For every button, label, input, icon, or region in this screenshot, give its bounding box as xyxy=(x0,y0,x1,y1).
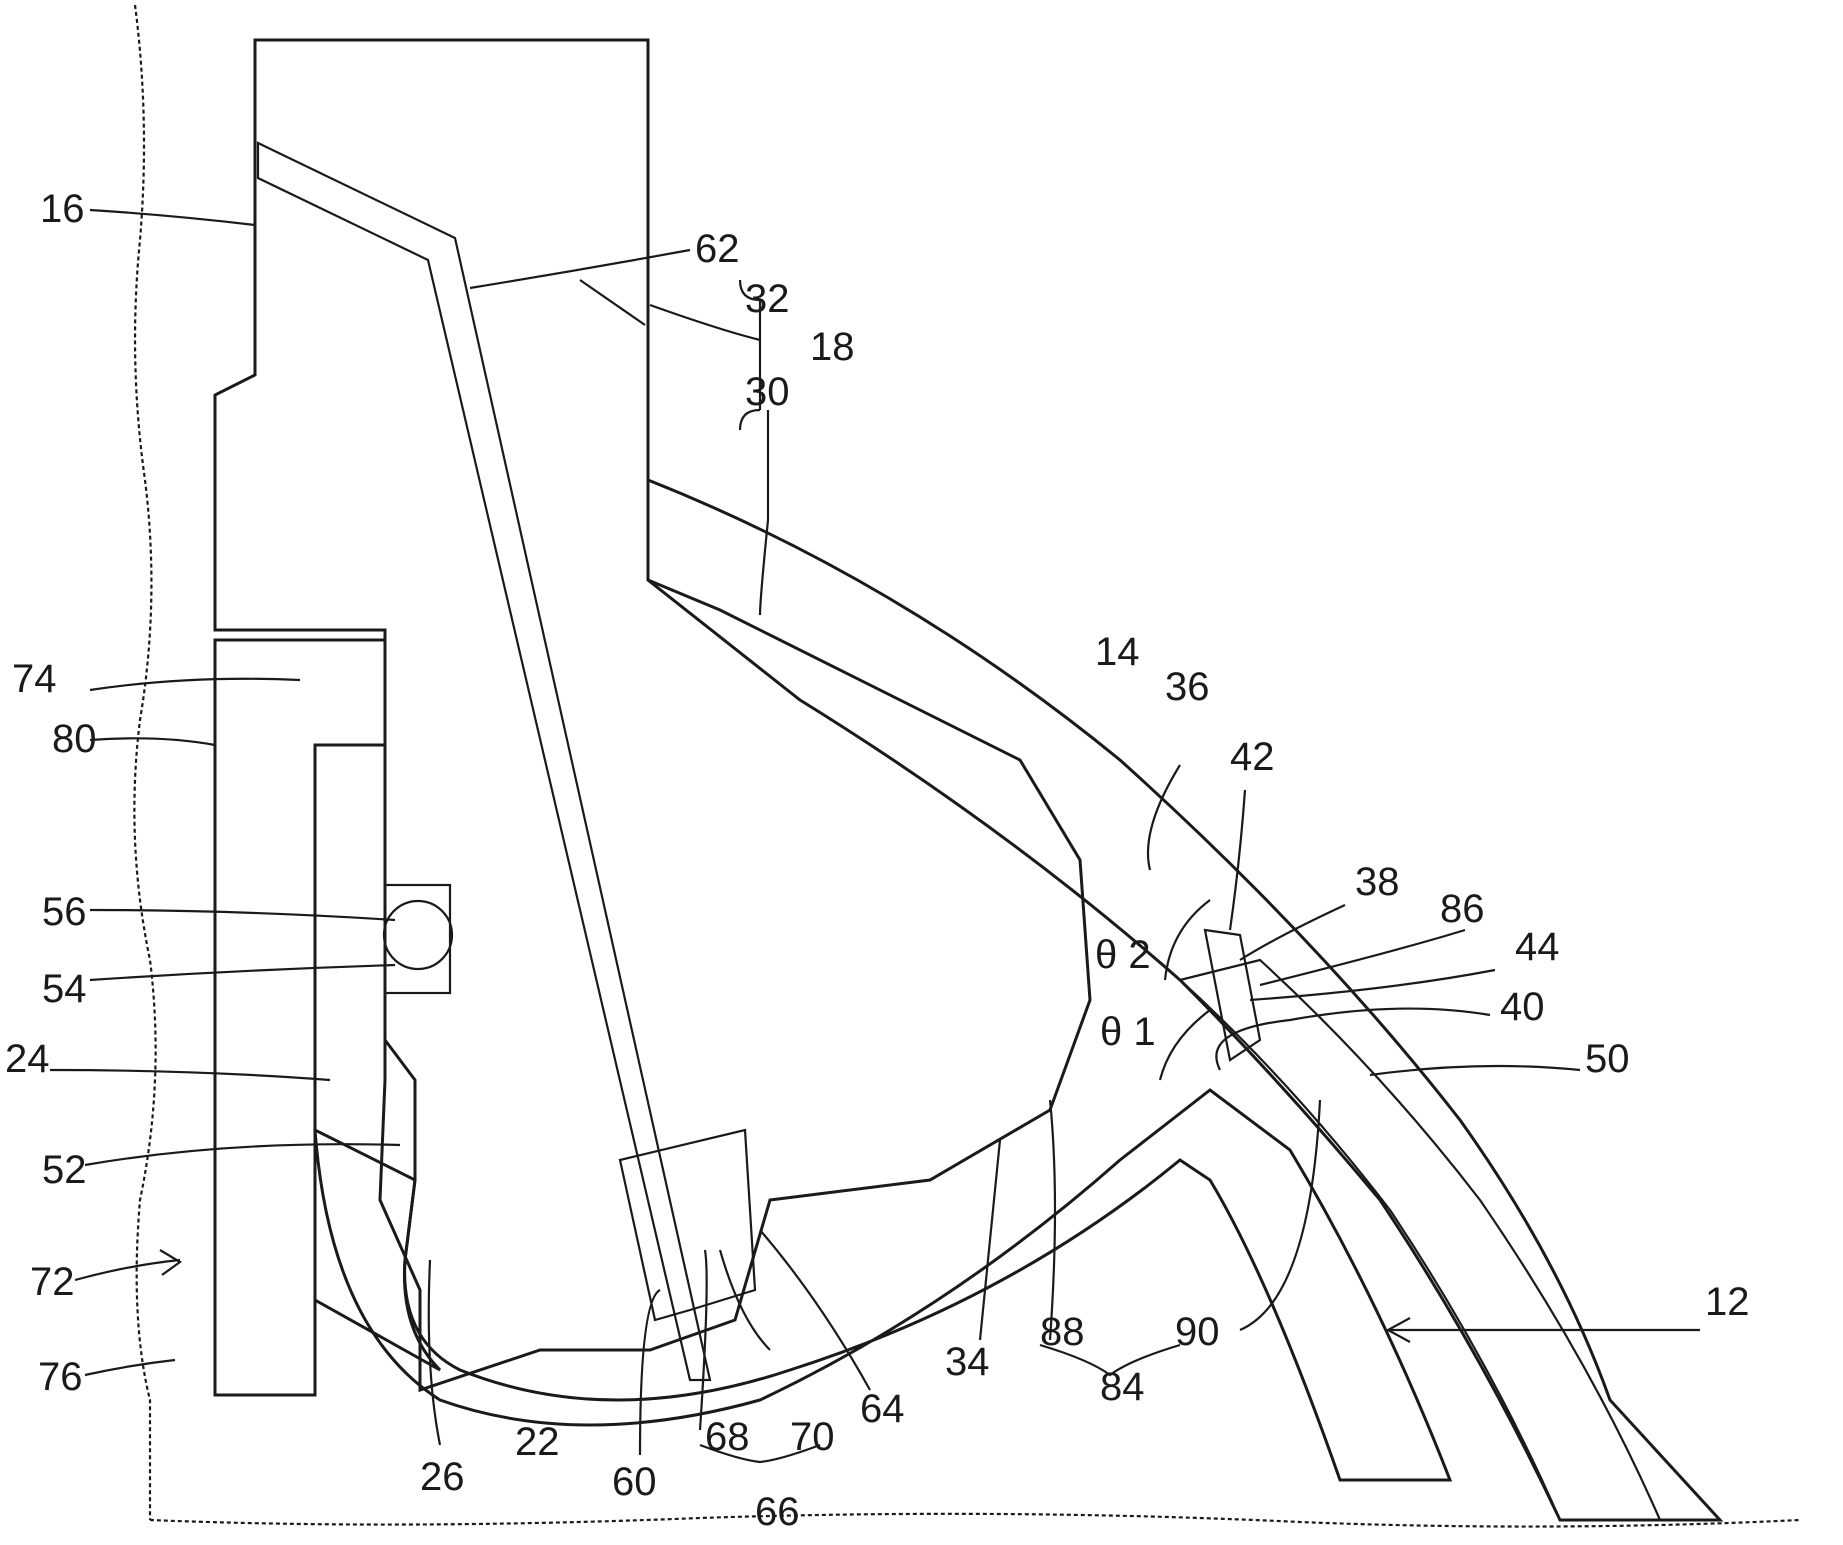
reference-labels: 16 62 32 18 30 14 36 42 38 86 44 40 50 7… xyxy=(5,187,1750,1534)
label-76: 76 xyxy=(38,1355,83,1399)
left-break-line xyxy=(134,5,155,1520)
label-24: 24 xyxy=(5,1037,50,1081)
label-90: 90 xyxy=(1175,1310,1220,1354)
label-86: 86 xyxy=(1440,887,1485,931)
rim-80 xyxy=(215,640,385,1395)
label-42: 42 xyxy=(1230,735,1275,779)
label-16: 16 xyxy=(40,187,85,231)
bottom-break-line xyxy=(150,1514,1800,1527)
label-theta2: θ 2 xyxy=(1095,933,1151,977)
label-34: 34 xyxy=(945,1340,990,1384)
label-84: 84 xyxy=(1100,1365,1145,1409)
label-54: 54 xyxy=(42,967,87,1011)
label-74: 74 xyxy=(12,657,57,701)
label-52: 52 xyxy=(42,1148,87,1192)
label-66: 66 xyxy=(755,1490,800,1534)
label-88: 88 xyxy=(1040,1310,1085,1354)
label-32: 32 xyxy=(745,277,790,321)
label-38: 38 xyxy=(1355,860,1400,904)
label-80: 80 xyxy=(52,717,97,761)
label-12: 12 xyxy=(1705,1280,1750,1324)
label-26: 26 xyxy=(420,1455,465,1499)
label-30: 30 xyxy=(745,370,790,414)
label-44: 44 xyxy=(1515,925,1560,969)
label-64: 64 xyxy=(860,1387,905,1431)
label-theta1: θ 1 xyxy=(1100,1010,1156,1054)
label-72: 72 xyxy=(30,1260,75,1304)
label-56: 56 xyxy=(42,890,87,934)
label-14: 14 xyxy=(1095,630,1140,674)
vent-gap-84 xyxy=(1205,930,1260,1060)
label-40: 40 xyxy=(1500,985,1545,1029)
label-60: 60 xyxy=(612,1460,657,1504)
passage-62 xyxy=(258,143,710,1380)
label-50: 50 xyxy=(1585,1037,1630,1081)
label-22: 22 xyxy=(515,1420,560,1464)
leader-lines xyxy=(50,210,1700,1462)
mold-block-32 xyxy=(215,40,1090,1390)
label-62: 62 xyxy=(695,227,740,271)
bead-24 xyxy=(315,745,440,1370)
label-36: 36 xyxy=(1165,665,1210,709)
label-18: 18 xyxy=(810,325,855,369)
label-70: 70 xyxy=(790,1415,835,1459)
label-68: 68 xyxy=(705,1415,750,1459)
ring-56 xyxy=(384,901,452,969)
